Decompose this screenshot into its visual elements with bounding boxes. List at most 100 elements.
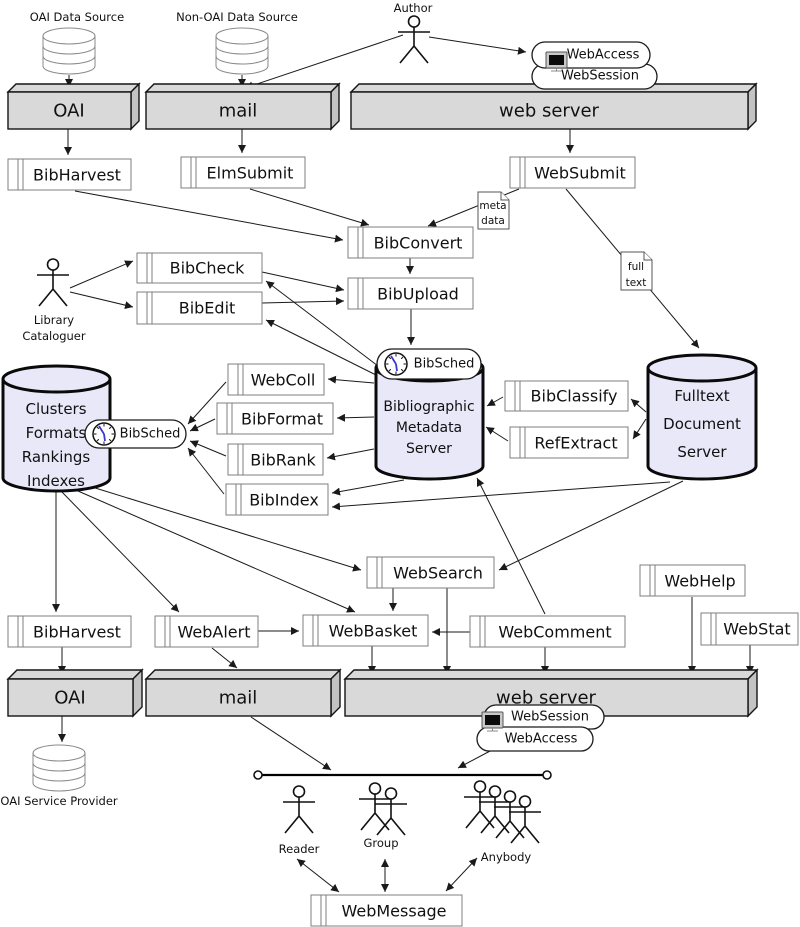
module-bibcheck: BibCheck [136,252,263,284]
module-webcoll: WebColl [227,363,325,396]
svg-text:WebComment: WebComment [498,623,611,642]
server-box-mail-bottom: mail [144,668,342,718]
server-box-oai-top: OAI [6,82,141,131]
svg-text:BibUpload: BibUpload [377,285,459,304]
module-bibupload: BibUpload [347,277,474,310]
svg-text:WebColl: WebColl [251,371,316,390]
module-webhelp: WebHelp [639,564,746,597]
module-bibrank: BibRank [227,443,324,476]
svg-text:Anybody: Anybody [481,850,532,864]
svg-text:Metadata: Metadata [396,420,462,436]
non-oai-data-source: Non-OAI Data Source [176,10,298,75]
webserver-box-label: web server [496,688,597,709]
svg-text:BibRank: BibRank [250,451,316,470]
database-stack-icon [42,27,96,75]
computer-icon [481,711,504,732]
websession-oval-bottom: WebSession [483,704,605,730]
svg-text:WebAlert: WebAlert [178,623,251,642]
module-refextract: RefExtract [509,426,629,459]
module-webalert: WebAlert [154,615,259,648]
module-webbasket: WebBasket [302,614,429,647]
person-icon [464,780,541,844]
svg-text:BibConvert: BibConvert [374,234,463,253]
svg-text:RefExtract: RefExtract [534,434,617,453]
clock-icon [384,352,408,376]
oai-data-source-label: OAI Data Source [30,10,124,24]
websession-label: WebSession [561,69,639,84]
svg-text:Group: Group [363,836,398,850]
svg-text:Fulltext: Fulltext [674,387,729,405]
svg-text:Cataloguer: Cataloguer [22,329,86,343]
module-bibindex: BibIndex [225,483,329,516]
person-icon [398,15,430,64]
svg-text:BibCheck: BibCheck [170,259,246,278]
svg-text:BibClassify: BibClassify [531,387,618,406]
svg-text:Clusters: Clusters [25,400,86,418]
svg-text:WebSubmit: WebSubmit [534,164,626,183]
svg-text:WebStat: WebStat [723,620,790,639]
webaccess-label: WebAccess [505,732,578,747]
server-box-webserver-top: web server [349,82,758,131]
svg-text:Bibliographic: Bibliographic [383,399,474,415]
actor-author: Author [394,1,433,64]
person-icon [359,782,407,836]
module-bibedit: BibEdit [136,291,263,325]
svg-text:Library: Library [34,313,74,327]
actor-library-cataloguer: Library Cataloguer [22,258,86,343]
svg-text:BibFormat: BibFormat [241,410,323,429]
svg-text:data: data [481,215,505,227]
fulltext-document-server: Fulltext Document Server [646,353,758,481]
module-websubmit: WebSubmit [509,156,636,189]
svg-text:WebSearch: WebSearch [393,564,483,583]
svg-text:Rankings: Rankings [22,448,91,466]
bibsched-oval-left: BibSched [84,419,187,449]
svg-text:BibSched: BibSched [120,427,181,442]
module-bibharvest-bottom: BibHarvest [7,615,132,648]
svg-text:Reader: Reader [279,842,320,856]
oai-box-label: OAI [54,688,85,709]
svg-text:text: text [626,277,647,289]
server-box-webserver-bottom: web server [343,668,759,718]
bibsched-oval-center: BibSched [376,348,482,380]
person-icon [283,785,315,834]
clock-icon [92,422,116,446]
computer-icon [545,51,568,72]
svg-text:BibSched: BibSched [414,357,475,372]
module-bibformat: BibFormat [216,402,334,435]
module-webcomment: WebComment [469,615,626,648]
clusters-formats-rankings-indexes-store: Clusters Formats Rankings Indexes [1,364,112,493]
module-websearch: WebSearch [366,556,495,589]
svg-text:meta: meta [479,200,506,212]
module-bibconvert: BibConvert [347,226,474,259]
webaccess-label: WebAccess [567,48,640,63]
svg-text:WebBasket: WebBasket [329,622,418,641]
svg-text:full: full [628,261,644,273]
server-box-oai-bottom: OAI [6,668,144,718]
metadata-note: meta data [477,191,510,230]
oai-box-label: OAI [53,101,84,122]
svg-text:BibIndex: BibIndex [249,491,319,510]
svg-text:BibHarvest: BibHarvest [33,623,121,642]
svg-text:BibHarvest: BibHarvest [33,166,121,185]
person-icon [37,258,69,307]
svg-text:Document: Document [663,415,741,433]
mail-box-label: mail [219,101,258,122]
svg-text:Formats: Formats [26,424,87,442]
oai-data-source: OAI Data Source [30,10,124,75]
module-bibharvest-top: BibHarvest [7,158,132,191]
svg-text:Server: Server [677,443,727,461]
module-webstat: WebStat [700,612,799,646]
fulltext-note: full text [620,251,653,291]
module-bibclassify: BibClassify [504,380,629,412]
svg-text:WebMessage: WebMessage [341,902,446,921]
oai-service-provider: OAI Service Provider [0,744,118,808]
actor-reader: Reader [279,785,320,856]
svg-text:Server: Server [406,441,452,457]
svg-text:ElmSubmit: ElmSubmit [207,164,294,183]
svg-text:Indexes: Indexes [27,472,85,490]
author-label: Author [394,1,433,15]
user-boundary-line [253,770,552,780]
database-stack-icon [215,27,269,75]
